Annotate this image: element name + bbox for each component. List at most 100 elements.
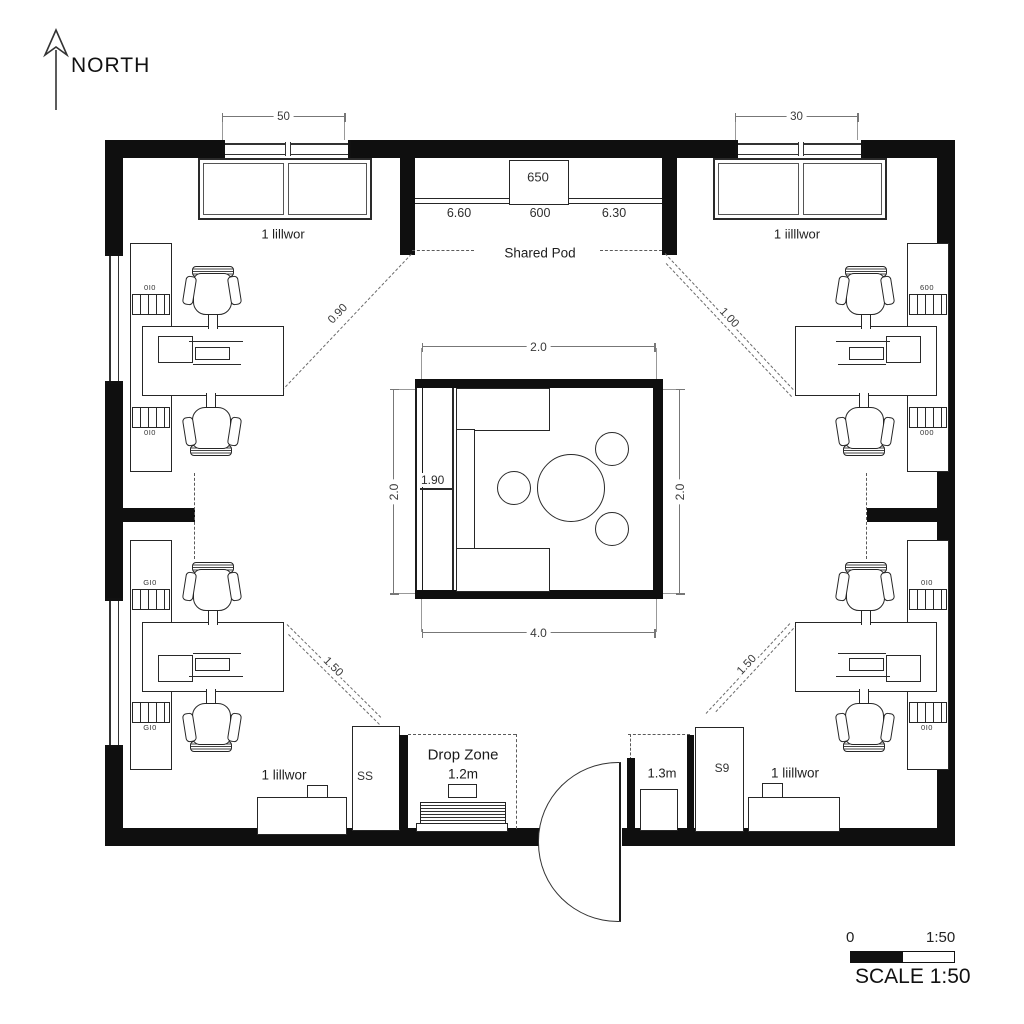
tall-cabinet-left (352, 726, 400, 831)
cabinet-wall-stub (687, 735, 694, 828)
office-chair (181, 562, 243, 625)
desk (142, 326, 284, 396)
cabinet-label: 0I0 (144, 428, 156, 437)
niche-wall-stub-left (400, 158, 415, 255)
chair-seat (192, 407, 231, 449)
drop-zone-title: Drop Zone (424, 746, 502, 764)
wall-top-right-segment (858, 140, 955, 158)
sofa-back (456, 429, 475, 550)
left-wall-window-upper (105, 253, 123, 384)
room-label-top-right: 1 iilllwor (770, 226, 824, 242)
office-chair (181, 266, 243, 329)
round-table (537, 454, 605, 522)
office-chair (181, 393, 243, 456)
sofa-bottom-seat (456, 548, 550, 592)
office-chair (834, 266, 896, 329)
tall-cabinet-right-label: S9 (711, 761, 733, 775)
pod-interior-divider (420, 488, 453, 490)
wall-bottom-right-segment (622, 828, 955, 846)
dimension-pod-right: 2.0 (672, 388, 687, 595)
cabinet-label: 600 (919, 283, 934, 292)
wall-cabinet (909, 407, 947, 428)
extension-line (421, 348, 422, 379)
window-frame-line (109, 256, 111, 381)
drop-zone-bench-base (416, 823, 508, 832)
pod-wall-top (415, 379, 663, 388)
desk (795, 326, 937, 396)
entry-dashed-top (628, 734, 690, 735)
glazing-mullion (283, 163, 289, 215)
cabinet-label: 0I0 (921, 578, 933, 587)
desk-line (189, 676, 243, 677)
wall-cabinet (132, 589, 170, 610)
monitor (886, 336, 921, 363)
drop-zone-width: 1.2m (444, 766, 482, 782)
room-label-bottom-left: 1 lillwor (258, 767, 310, 783)
chair-seat (846, 569, 885, 611)
chair-seat (193, 273, 232, 315)
chair-seat (846, 273, 885, 315)
extension-line (663, 389, 679, 390)
sofa-top-seat (456, 388, 550, 431)
wall-cabinet (909, 702, 947, 723)
window-frame-line (117, 601, 119, 745)
clearance-label-top-right: 1.00 (715, 304, 743, 332)
wall-top-middle-segment (345, 140, 735, 158)
chair-seat (193, 569, 232, 611)
glazing-panel-left (198, 158, 372, 220)
drop-zone-dashed-top (408, 734, 516, 735)
desk-line (838, 364, 886, 365)
desk-line (836, 676, 890, 677)
chair-stem (859, 393, 869, 408)
north-label: NORTH (71, 54, 151, 77)
drop-zone-wall-stub (399, 735, 408, 829)
chair-seat (845, 407, 884, 449)
shared-pod-dash-right (600, 250, 662, 251)
extension-line (663, 593, 679, 594)
monitor (158, 336, 193, 363)
pod-wall-bottom (415, 590, 663, 599)
left-wall-window-lower (105, 598, 123, 748)
extension-line (222, 118, 223, 140)
wall-bottom-left-segment (105, 828, 540, 846)
dimension-label: 2.0 (386, 479, 401, 504)
desk-line (193, 364, 241, 365)
chair-stem (206, 393, 216, 408)
scale-ratio-label: 1:50 (926, 929, 956, 946)
partition-dashed-left (194, 473, 195, 559)
glazing-panel-right (713, 158, 887, 220)
dimension-pod-bottom: 4.0 (421, 625, 656, 640)
desk-line (836, 341, 890, 342)
desk-line (193, 653, 241, 654)
wall-cabinet (132, 407, 170, 428)
keyboard (195, 658, 230, 671)
extension-line (393, 389, 415, 390)
clearance-line-top-left (281, 253, 412, 391)
dimension-label: 4.0 (526, 625, 551, 640)
wall-top-left-segment (105, 140, 222, 158)
console-table (257, 797, 347, 835)
chair-stem (861, 314, 871, 329)
clearance-label-top-left: 0.90 (324, 300, 352, 328)
partition-stub-left (105, 508, 195, 522)
keyboard (849, 658, 884, 671)
dimension-pod-top: 2.0 (421, 339, 656, 354)
shared-pod-dash-left (412, 250, 474, 251)
dimension-window-right: 30 (734, 110, 859, 123)
window-mullion (797, 142, 804, 156)
chair-stem (859, 689, 869, 704)
desk (142, 622, 284, 692)
dimension-label: 30 (786, 110, 807, 123)
room-label-top-left: 1 lillwor (258, 226, 308, 242)
entry-dashed-left (630, 734, 631, 760)
cabinet-label: 000 (919, 428, 934, 437)
niche-cabinet-label: 650 (524, 169, 552, 185)
clearance-label-bottom-right: 1.50 (733, 651, 761, 679)
window-frame-line (117, 256, 119, 381)
extension-line (656, 599, 657, 632)
room-label-bottom-right: 1 liillwor (767, 765, 823, 781)
desk-line (838, 653, 886, 654)
drop-zone-box (448, 784, 477, 798)
north-arrow-icon (43, 28, 69, 110)
desk-line (189, 341, 243, 342)
